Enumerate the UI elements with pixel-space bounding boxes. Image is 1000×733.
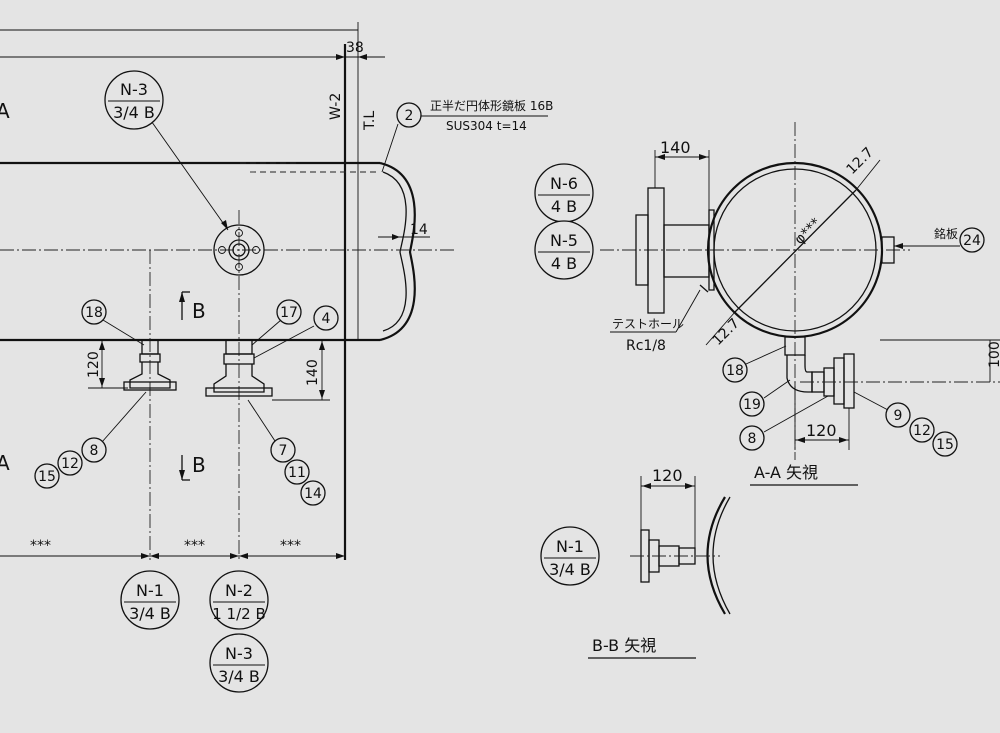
- dim-w2: W-2: [328, 93, 344, 120]
- balloon-7-label: 7: [279, 443, 288, 459]
- vessel-elevation: 38 W-2 T.L A A 14 正半だ円体形鏡板 16B SUS304 t=…: [0, 22, 553, 693]
- dim-120-aa: 120: [806, 421, 837, 440]
- nozzle-n1-bottom-size: 3/4 B: [129, 604, 171, 623]
- balloon-14: [300, 480, 326, 506]
- nozzle-n1-bb-size: 3/4 B: [549, 560, 591, 579]
- balloon-24: [959, 227, 985, 253]
- balloon-4-label: 4: [322, 311, 331, 327]
- nameplate-label: 銘板: [934, 226, 958, 241]
- view-a-a: 140 N-6 4 B N-5 4 B φ*** 12.7 12.7 テストホー…: [534, 122, 1000, 486]
- dim-stars-1: ***: [30, 538, 51, 554]
- nozzle-n5-size: 4 B: [551, 254, 577, 273]
- nozzle-n2-tag: N-2: [225, 581, 253, 600]
- view-bb-title: B-B 矢視: [592, 636, 656, 655]
- nozzle-balloon-n5: [534, 220, 594, 280]
- balloon-11: [284, 459, 310, 485]
- balloon-19-label: 19: [743, 397, 761, 413]
- dim-120-left: 120: [86, 351, 102, 378]
- balloon-7: [270, 437, 296, 463]
- dim-14-thickness: 14: [410, 222, 428, 238]
- nozzle-n3-top-tag: N-3: [120, 80, 148, 99]
- balloon-18-aa: [722, 357, 748, 383]
- dim-100: 100: [987, 341, 1000, 368]
- balloon-15-aa: [932, 431, 958, 457]
- balloon-15-left-label: 15: [38, 469, 56, 485]
- nozzle-n6-size: 4 B: [551, 197, 577, 216]
- balloon-9-label: 9: [894, 408, 903, 424]
- balloon-18: [81, 299, 107, 325]
- nozzle-n3-top-size: 3/4 B: [113, 103, 155, 122]
- nozzle-balloon-n2: [209, 570, 269, 630]
- section-mark-a-bottom: A: [0, 451, 10, 475]
- dim-12-7-lower: 12.7: [710, 315, 743, 348]
- nozzle-balloon-n3-top: [104, 70, 164, 130]
- balloon-12-left: [57, 450, 83, 476]
- balloon-8-aa: [739, 425, 765, 451]
- balloon-24-label: 24: [963, 233, 981, 249]
- balloon-18-aa-label: 18: [726, 363, 744, 379]
- dim-120-bb: 120: [652, 466, 683, 485]
- balloon-19: [739, 391, 765, 417]
- section-mark-a-top: A: [0, 99, 10, 123]
- balloon-4: [313, 305, 339, 331]
- dim-diameter: φ***: [792, 215, 825, 248]
- nozzle-n3-bottom-size: 3/4 B: [218, 667, 260, 686]
- nozzle-balloon-n3-bottom: [209, 633, 269, 693]
- balloon-2: [396, 102, 422, 128]
- nozzle-n6-tag: N-6: [550, 174, 578, 193]
- balloon-8-left: [81, 437, 107, 463]
- dim-stars-3: ***: [280, 538, 301, 554]
- dim-stars-2: ***: [184, 538, 205, 554]
- section-mark-b-bottom: B: [192, 453, 206, 477]
- nozzle-balloon-n1-bb: [540, 526, 600, 586]
- nozzle-n2-size: 1 1/2 B: [212, 605, 266, 623]
- balloon-11-label: 11: [288, 465, 306, 481]
- dim-tl: T.L: [362, 111, 378, 131]
- balloon-12-aa-label: 12: [913, 423, 931, 439]
- balloon-14-label: 14: [304, 486, 322, 502]
- head-note-line1: 正半だ円体形鏡板 16B: [430, 98, 553, 113]
- nozzle-n1-bb-tag: N-1: [556, 537, 584, 556]
- balloon-17: [276, 299, 302, 325]
- balloon-2-label: 2: [405, 108, 414, 124]
- dim-38: 38: [346, 40, 364, 56]
- balloon-15-aa-label: 15: [936, 437, 954, 453]
- nozzle-n5-tag: N-5: [550, 231, 578, 250]
- view-b-b: 120 N-1 3/4 B B-B 矢視: [540, 466, 731, 659]
- testhole-note-line2: Rc1/8: [626, 338, 666, 354]
- nozzle-balloon-n1-bottom: [120, 570, 180, 630]
- nozzle-n1-bottom-tag: N-1: [136, 581, 164, 600]
- balloon-12-aa: [909, 417, 935, 443]
- testhole-note-line1: テストホール: [612, 317, 684, 331]
- balloon-12-left-label: 12: [61, 456, 79, 472]
- balloon-8-aa-label: 8: [748, 431, 757, 447]
- balloon-9: [885, 402, 911, 428]
- dim-140-top: 140: [660, 138, 691, 157]
- nozzle-n3-bottom-tag: N-3: [225, 644, 253, 663]
- view-aa-title: A-A 矢視: [754, 463, 818, 482]
- head-note-line2: SUS304 t=14: [446, 119, 527, 133]
- balloon-18-label: 18: [85, 305, 103, 321]
- balloon-15-left: [34, 463, 60, 489]
- dim-140-left: 140: [305, 359, 321, 386]
- dim-12-7-upper: 12.7: [844, 144, 877, 177]
- balloon-8-left-label: 8: [90, 443, 99, 459]
- balloon-17-label: 17: [280, 305, 298, 321]
- section-mark-b-top: B: [192, 299, 206, 323]
